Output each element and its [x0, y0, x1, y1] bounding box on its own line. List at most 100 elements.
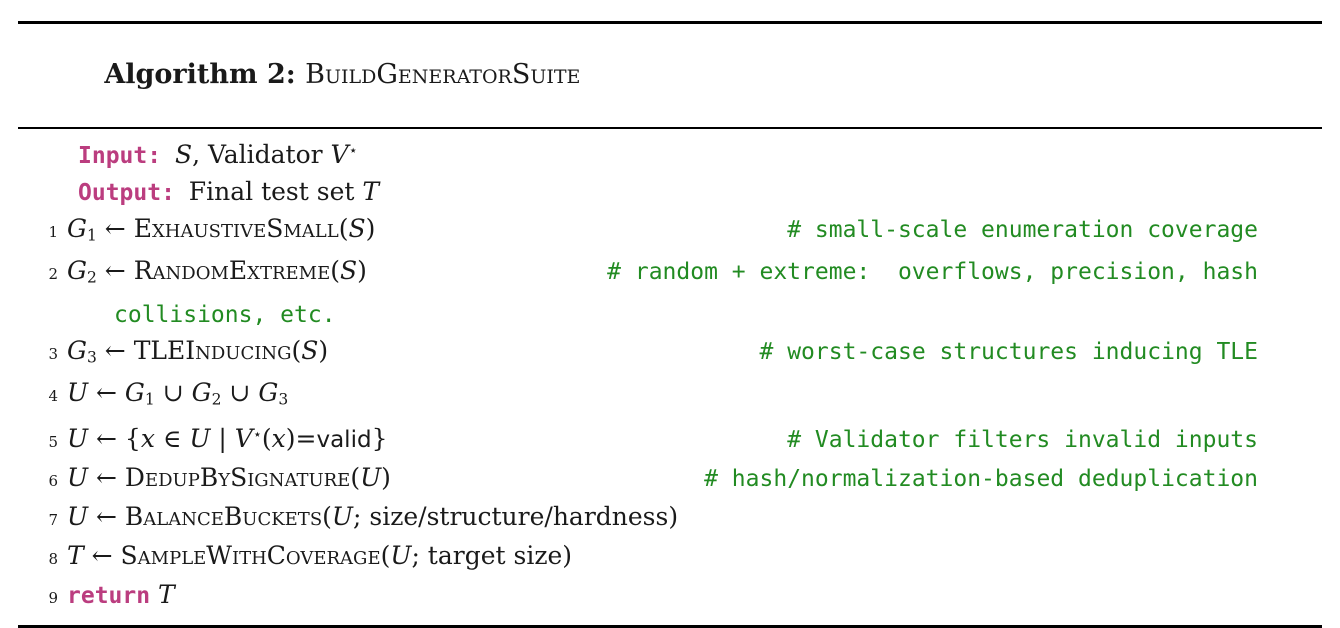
line-code: U ← DedupBySignature(U)	[67, 460, 391, 495]
code-segment: U	[360, 462, 382, 492]
code-segment: 3	[86, 348, 97, 367]
code-segment: )=	[285, 423, 317, 453]
code-segment: G	[191, 378, 212, 408]
code-segment: 1	[144, 390, 155, 409]
code-segment: ←	[96, 213, 134, 243]
algo-line: 8 T ← SampleWithCoverage(U; target size)	[18, 538, 1322, 577]
code-segment: collisions, etc.	[114, 301, 336, 328]
algorithm-caption-label: Algorithm 2:	[104, 59, 306, 90]
code-segment: G	[67, 256, 87, 286]
line-number: 3	[48, 344, 58, 363]
code-segment: ←	[83, 540, 121, 570]
line-code: T ← SampleWithCoverage(U; target size)	[67, 538, 572, 573]
code-segment: ←	[88, 462, 125, 492]
code-segment: S	[340, 256, 358, 286]
line-number: 8	[48, 549, 58, 568]
code-segment: ∪	[154, 378, 192, 408]
code-segment: x	[140, 423, 155, 453]
line-number: 1	[48, 222, 58, 241]
algo-line: 9 return T	[18, 577, 1322, 616]
code-segment: ∪	[221, 378, 259, 408]
code-segment: (	[350, 462, 361, 492]
code-segment: S	[348, 213, 366, 243]
code-segment: ∈	[154, 423, 190, 453]
code-segment: T	[67, 540, 84, 570]
code-segment: S	[301, 335, 319, 365]
code-segment: (	[330, 256, 340, 286]
code-segment: ←	[96, 256, 134, 286]
code-segment: U	[390, 540, 412, 570]
line-number: 4	[48, 387, 58, 406]
code-segment: (	[322, 501, 332, 531]
algo-io-line: Output: Final test set T	[18, 174, 1322, 211]
code-segment: |	[210, 423, 235, 453]
code-segment: G	[124, 378, 145, 408]
io-keyword: Input:	[78, 142, 175, 169]
line-code: Input: S, Validator V⋆	[67, 134, 358, 174]
code-segment	[150, 580, 158, 609]
algo-line: 5 U ← {x ∈ U | V⋆(x)=valid} # Validator fi…	[18, 418, 1322, 460]
code-segment: ⋆	[348, 143, 358, 159]
code-segment: ← {	[88, 423, 141, 453]
code-segment: U	[67, 462, 89, 492]
code-segment: ←	[88, 378, 125, 408]
line-comment: # worst-case structures inducing TLE	[759, 338, 1259, 365]
code-segment: ←	[96, 335, 134, 365]
code-segment: ExhaustiveSmall	[133, 213, 339, 243]
code-segment: TLEInducing	[133, 335, 292, 365]
code-segment: ; size/structure/hardness)	[353, 501, 679, 531]
io-keyword: Output:	[78, 179, 189, 206]
code-segment: U	[189, 423, 211, 453]
code-segment: ; target size)	[411, 540, 573, 570]
algorithm-caption-name: BuildGeneratorSuite	[305, 59, 581, 90]
line-code: U ← BalanceBuckets(U; size/structure/har…	[67, 499, 678, 534]
code-segment: )	[357, 256, 367, 286]
code-segment: U	[67, 423, 89, 453]
code-segment: U	[331, 501, 353, 531]
code-segment: V	[330, 139, 349, 169]
code-segment: S	[174, 139, 193, 169]
line-code: Output: Final test set T	[67, 174, 379, 211]
code-segment: (	[291, 335, 302, 365]
algo-line: collisions, etc.	[18, 296, 1322, 333]
code-segment: V	[234, 423, 253, 453]
code-segment: (	[261, 423, 272, 453]
line-comment: # hash/normalization-based deduplication	[704, 465, 1258, 492]
line-comment: # random + extreme: overflows, precision…	[607, 259, 1258, 286]
line-code: collisions, etc.	[67, 296, 336, 333]
line-number: 5	[48, 432, 58, 451]
code-segment: BalanceBuckets	[124, 501, 323, 531]
algo-io-line: Input: S, Validator V⋆	[18, 134, 1322, 174]
code-segment: 2	[211, 390, 222, 409]
code-segment: valid	[316, 426, 372, 453]
line-number: 9	[48, 588, 58, 607]
code-segment: 3	[278, 390, 289, 409]
code-segment: )	[365, 213, 376, 243]
code-segment: x	[271, 423, 286, 453]
line-code: G3 ← TLEInducing(S)	[67, 333, 328, 375]
code-segment: )	[318, 335, 329, 365]
line-comment: # Validator filters invalid inputs	[787, 426, 1258, 453]
code-segment: U	[67, 501, 89, 531]
code-segment: return	[67, 582, 151, 609]
code-segment: }	[371, 423, 388, 453]
code-segment: G	[258, 378, 279, 408]
algorithm-body: Input: S, Validator V⋆Output: Final test…	[18, 129, 1322, 625]
line-code: return T	[67, 577, 175, 614]
line-number: 6	[48, 471, 58, 490]
code-segment: DedupBySignature	[124, 462, 351, 492]
line-number: 2	[48, 265, 58, 284]
code-segment: U	[67, 378, 89, 408]
code-segment: T	[158, 579, 175, 609]
code-segment: SampleWithCoverage	[120, 540, 381, 570]
code-segment: )	[381, 462, 391, 492]
line-code: U ← {x ∈ U | V⋆(x)=valid}	[67, 418, 387, 458]
code-segment: G	[67, 213, 87, 243]
code-segment: 2	[86, 268, 97, 287]
line-code: U ← G1 ∪ G2 ∪ G3	[67, 375, 288, 417]
